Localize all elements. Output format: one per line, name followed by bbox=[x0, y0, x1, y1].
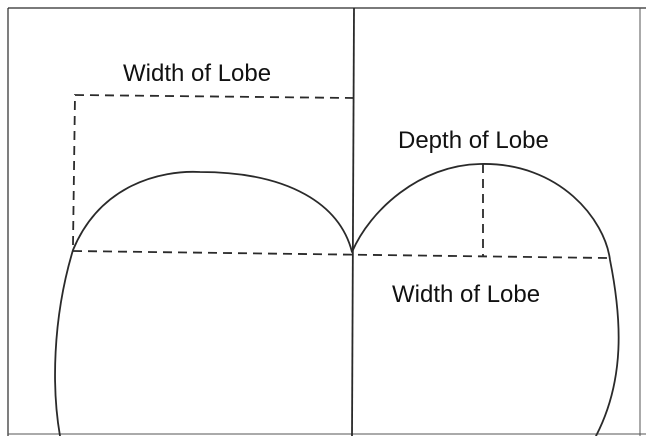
lobe-base-width-line bbox=[72, 250, 608, 259]
midrib-line bbox=[351, 7, 355, 436]
measurement-lines bbox=[72, 94, 608, 259]
upper-lobe-width-bracket bbox=[72, 94, 355, 246]
depth-of-lobe-label: Depth of Lobe bbox=[398, 127, 549, 154]
leaf-outline bbox=[54, 163, 620, 436]
width-of-lobe-upper-label: Width of Lobe bbox=[123, 60, 272, 87]
width-of-lobe-lower-label: Width of Lobe bbox=[392, 281, 541, 308]
